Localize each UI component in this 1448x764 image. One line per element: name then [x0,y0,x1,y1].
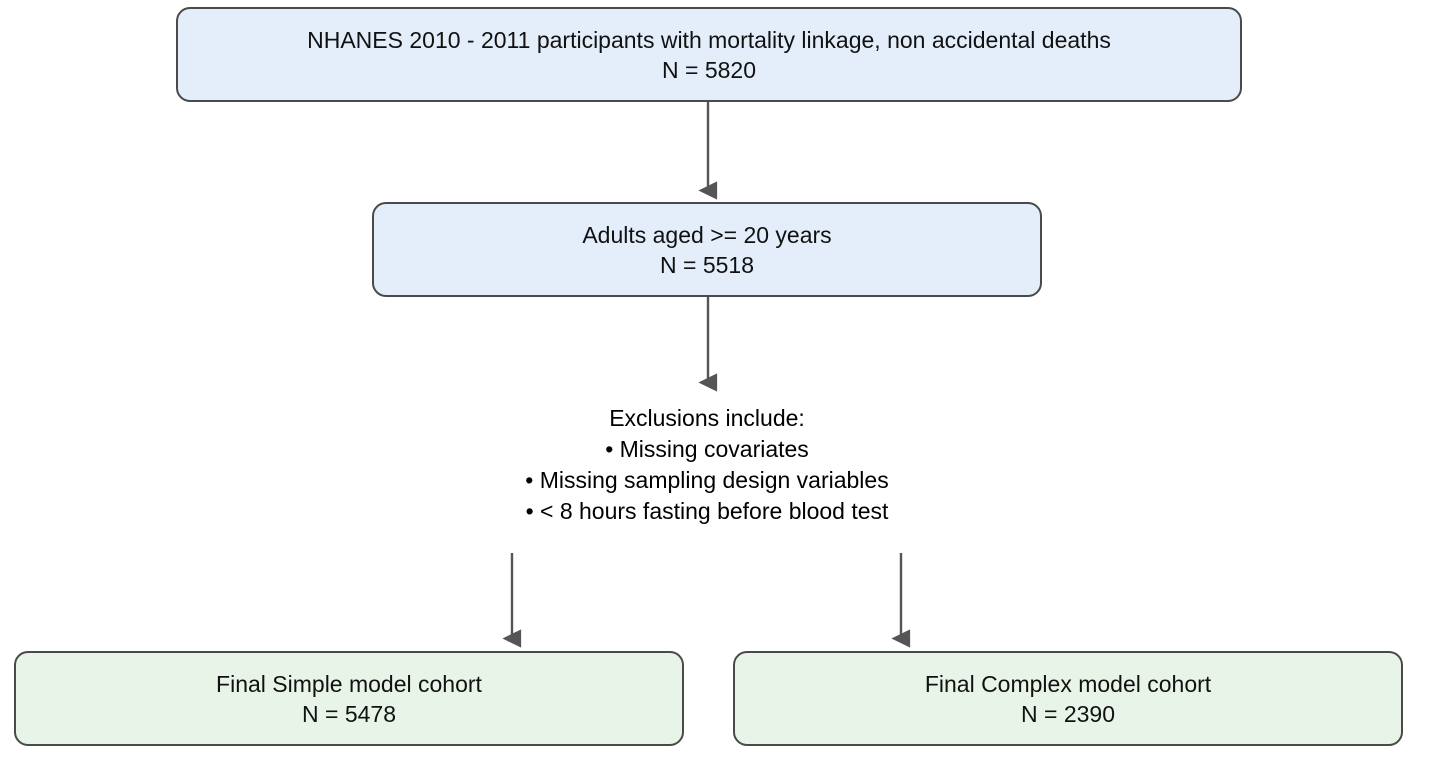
node-nhanes-participants-count: N = 5820 [662,56,756,83]
node-exclusions-heading: Exclusions include: [609,405,805,431]
node-final-complex-cohort[interactable]: Final Complex model cohort N = 2390 [733,651,1403,746]
node-adults-age[interactable]: Adults aged >= 20 years N = 5518 [372,202,1042,297]
node-final-simple-cohort-count: N = 5478 [302,700,396,727]
node-nhanes-participants[interactable]: NHANES 2010 - 2011 participants with mor… [176,7,1242,102]
node-final-simple-cohort-line1: Final Simple model cohort [216,670,482,697]
node-exclusions-item-1: • Missing covariates [605,436,809,462]
node-final-complex-cohort-count: N = 2390 [1021,700,1115,727]
node-exclusions-item-3: • < 8 hours fasting before blood test [525,498,889,524]
node-final-simple-cohort[interactable]: Final Simple model cohort N = 5478 [14,651,684,746]
node-exclusions-item-2: • Missing sampling design variables [525,467,889,493]
node-final-complex-cohort-line1: Final Complex model cohort [924,670,1212,697]
node-nhanes-participants-line1: NHANES 2010 - 2011 participants with mor… [307,26,1111,53]
node-adults-age-count: N = 5518 [660,251,754,278]
node-exclusions: Exclusions include: • Missing covariates… [407,403,1007,527]
node-adults-age-line1: Adults aged >= 20 years [582,221,832,248]
